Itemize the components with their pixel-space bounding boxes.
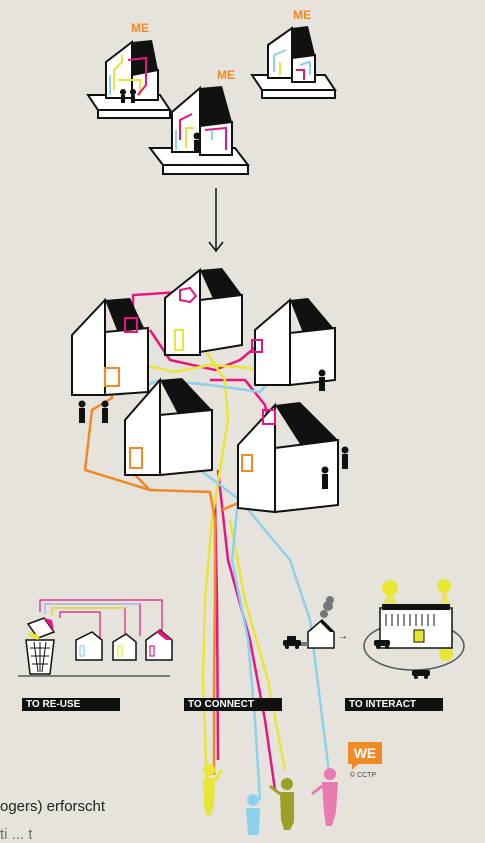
- house-icon: [76, 630, 172, 660]
- me-house-center: [150, 86, 248, 174]
- me-house-right: [252, 26, 335, 98]
- caption-line-1: ogers) erforscht: [0, 798, 105, 815]
- cluster-house-top-left: [72, 298, 148, 395]
- cluster-house-top-center: [165, 268, 242, 355]
- we-badge: WE: [348, 742, 382, 764]
- me-label: ME: [131, 21, 149, 35]
- reuse-illustration: [18, 600, 172, 676]
- me-house-left: [88, 40, 170, 118]
- interact-label: TO INTERACT: [345, 698, 443, 711]
- smoke-icon: [320, 596, 334, 618]
- person-icon: [203, 764, 338, 835]
- factory-icon: [380, 604, 452, 648]
- me-label: ME: [217, 68, 235, 82]
- copyright-text: © CCTP: [350, 772, 376, 779]
- me-label: ME: [293, 8, 311, 22]
- we-badge-tail: [352, 764, 358, 770]
- down-arrow-icon: [209, 188, 223, 251]
- car-icon: [283, 636, 301, 649]
- svg-text:→: →: [338, 631, 348, 642]
- connect-label: TO CONNECT: [184, 698, 282, 711]
- reuse-label: TO RE-USE: [22, 698, 120, 711]
- caption-line-2: ti ... t: [0, 826, 33, 843]
- recycle-bin-icon: [26, 618, 54, 674]
